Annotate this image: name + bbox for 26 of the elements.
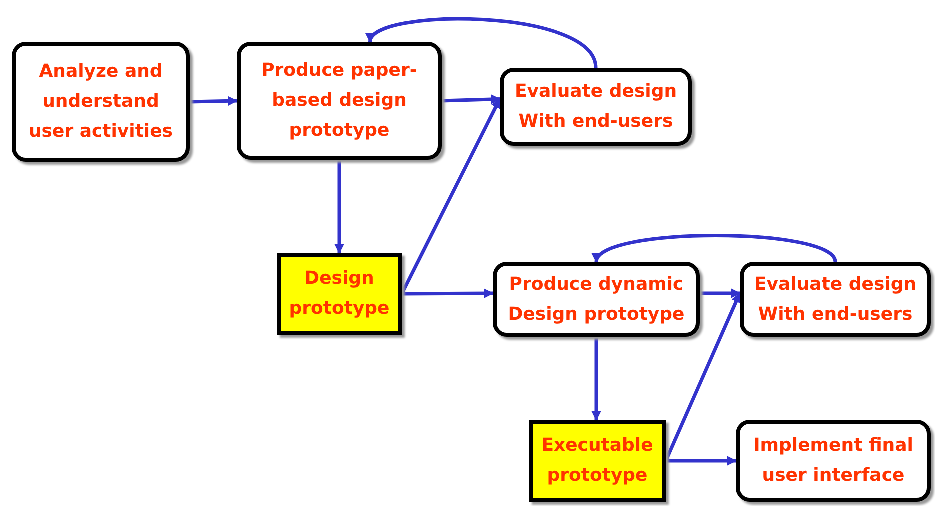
artifact-box bbox=[529, 420, 666, 502]
arrow bbox=[334, 160, 344, 254]
arrow bbox=[442, 94, 501, 104]
arrow bbox=[664, 292, 742, 462]
process-box bbox=[500, 68, 692, 146]
arrow bbox=[700, 288, 741, 298]
step-label: Analyze and understand user activities bbox=[28, 60, 174, 144]
arrow bbox=[402, 288, 494, 299]
artifact-box bbox=[277, 253, 402, 335]
process-box bbox=[493, 262, 700, 337]
process-box bbox=[740, 262, 931, 337]
process-box bbox=[12, 42, 190, 162]
step-label: Implement final user interface bbox=[752, 434, 914, 488]
arrow bbox=[666, 456, 737, 466]
step-label: Produce dynamic Design prototype bbox=[507, 272, 686, 326]
arrow bbox=[400, 98, 502, 295]
step-label: Executable prototype bbox=[540, 434, 654, 488]
step-label: Evaluate design With end-users bbox=[753, 272, 918, 326]
arrow bbox=[592, 337, 602, 421]
step-label: Produce paper-based design prototype bbox=[260, 59, 418, 143]
arrow bbox=[368, 17, 598, 69]
step-label: Evaluate design With end-users bbox=[514, 80, 678, 134]
process-box bbox=[736, 420, 931, 502]
step-label: Design prototype bbox=[288, 267, 391, 321]
process-box bbox=[237, 42, 442, 160]
arrow bbox=[190, 96, 238, 106]
